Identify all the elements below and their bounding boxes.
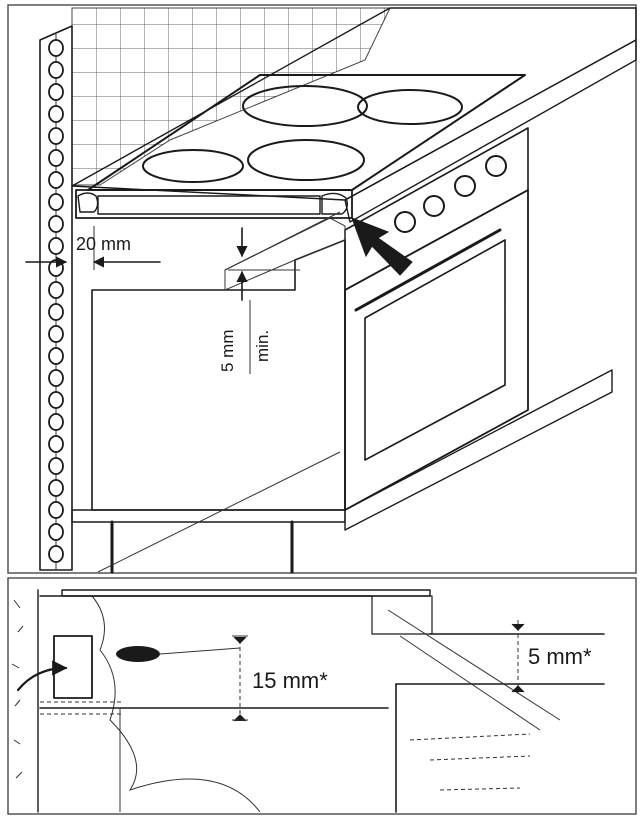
lower-wall bbox=[11, 589, 39, 813]
vertical-gap-qualifier-label: min. bbox=[253, 330, 272, 362]
post-hole bbox=[48, 457, 64, 475]
vertical-gap-dimension: 5 mm min. bbox=[218, 227, 300, 374]
cabinet-carcass bbox=[71, 211, 346, 574]
lower-panel: 15 mm* 5 mm* bbox=[7, 577, 637, 815]
lower-panel-frame bbox=[7, 577, 637, 815]
lower-oven-section bbox=[387, 609, 605, 813]
post-hole bbox=[48, 215, 64, 233]
post-hole bbox=[48, 391, 64, 409]
hob-ring-back-right bbox=[357, 89, 463, 125]
lower-fastener bbox=[116, 646, 160, 662]
hob-right-clip bbox=[321, 192, 349, 215]
lower-left-gap-label: 15 mm* bbox=[252, 668, 328, 693]
worktop bbox=[71, 7, 637, 223]
post-hole bbox=[48, 193, 64, 211]
oven-knob bbox=[423, 195, 445, 217]
hob-ring-front-right bbox=[247, 139, 365, 181]
hob-ring-back-left bbox=[242, 85, 368, 127]
post-hole bbox=[48, 83, 64, 101]
lower-left-gap-dimension: 15 mm* bbox=[232, 635, 328, 722]
cabinet-base-shelf bbox=[71, 509, 346, 523]
oven-door-handle bbox=[354, 228, 502, 312]
lower-worktop-break bbox=[91, 595, 261, 813]
post-hole bbox=[48, 105, 64, 123]
lower-worktop-section bbox=[39, 589, 433, 813]
post-hole bbox=[48, 127, 64, 145]
post-hole bbox=[48, 501, 64, 519]
post-hole bbox=[48, 281, 64, 299]
lower-right-gap-label: 5 mm* bbox=[528, 644, 592, 669]
carcass-top-notch bbox=[224, 217, 346, 291]
post-hole bbox=[48, 171, 64, 189]
oven-knob bbox=[394, 211, 416, 233]
hob-ring-front-left bbox=[142, 149, 244, 183]
lower-right-gap-dimension: 5 mm* bbox=[511, 620, 592, 696]
lower-bracket bbox=[16, 635, 122, 715]
post-hole bbox=[48, 369, 64, 387]
post-hole bbox=[48, 413, 64, 431]
vertical-gap-value-label: 5 mm bbox=[218, 330, 237, 373]
post-hole bbox=[48, 237, 64, 255]
oven-knob bbox=[454, 175, 476, 197]
upper-panel: 20 mm 5 mm min. bbox=[7, 4, 637, 574]
post-hole bbox=[48, 523, 64, 541]
oven-knob bbox=[485, 155, 507, 177]
cabinet-side-post bbox=[39, 25, 73, 571]
post-hole bbox=[48, 39, 64, 57]
hob-left-clip bbox=[77, 192, 99, 213]
post-hole bbox=[48, 435, 64, 453]
lower-hob-seal-block bbox=[371, 595, 433, 635]
airflow-arrow-icon bbox=[351, 217, 413, 276]
post-hole bbox=[48, 149, 64, 167]
post-hole bbox=[48, 347, 64, 365]
post-hole bbox=[48, 325, 64, 343]
side-gap-label: 20 mm bbox=[76, 234, 131, 254]
lower-airflow-arrow-icon bbox=[16, 660, 68, 692]
post-hole bbox=[48, 479, 64, 497]
post-hole bbox=[48, 303, 64, 321]
oven-plinth bbox=[344, 369, 613, 531]
side-gap-dimension: 20 mm bbox=[25, 226, 161, 270]
airflow-arrow bbox=[351, 217, 413, 276]
post-hole bbox=[48, 61, 64, 79]
post-hole bbox=[48, 545, 64, 563]
oven-door-window bbox=[364, 239, 506, 461]
